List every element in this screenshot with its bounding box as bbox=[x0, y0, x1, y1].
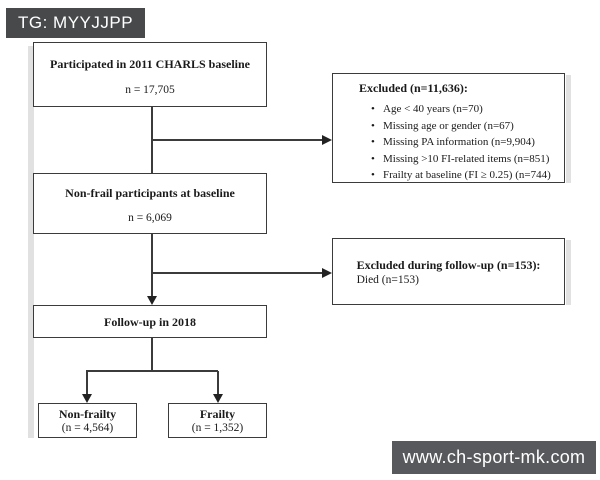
nonfrail-box-n: n = 6,069 bbox=[128, 212, 172, 224]
baseline-box-n: n = 17,705 bbox=[125, 84, 175, 96]
connector-baseline-to-nonfrail bbox=[151, 107, 153, 173]
excluded-box-title: Excluded (n=11,636): bbox=[359, 81, 468, 95]
excluded-reason-item: Age < 40 years (n=70) bbox=[371, 101, 560, 118]
frailty-box-title: Frailty bbox=[199, 407, 236, 421]
nonfrailty-box-n: (n = 4,564) bbox=[61, 422, 114, 434]
nonfrail-box: Non-frail participants at baseline n = 6… bbox=[33, 173, 267, 234]
connector-branch-to-nonfrailty bbox=[86, 371, 88, 395]
followup-excluded-title: Excluded during follow-up (n=153): bbox=[356, 258, 541, 272]
branch-line bbox=[86, 370, 218, 372]
excluded-reason-item: Missing >10 FI-related items (n=851) bbox=[371, 151, 560, 168]
connector-to-followup-excluded bbox=[152, 272, 323, 274]
excluded-reason-item: Missing PA information (n=9,904) bbox=[371, 134, 560, 151]
frailty-box: Frailty (n = 1,352) bbox=[168, 403, 267, 438]
excluded-reasons-list: Age < 40 years (n=70) Missing age or gen… bbox=[333, 101, 560, 184]
followup-excluded-line: Died (n=153) bbox=[356, 274, 419, 286]
baseline-box-title: Participated in 2011 CHARLS baseline bbox=[49, 57, 250, 71]
scan-shadow-left bbox=[28, 46, 34, 438]
nonfrail-box-title: Non-frail participants at baseline bbox=[65, 186, 235, 200]
arrowhead-down-icon bbox=[147, 296, 157, 305]
followup-excluded-text: Excluded during follow-up (n=153): Died … bbox=[357, 258, 541, 288]
nonfrailty-box: Non-frailty (n = 4,564) bbox=[38, 403, 137, 438]
followup-box-title: Follow-up in 2018 bbox=[103, 314, 196, 329]
arrowhead-down-icon bbox=[82, 394, 92, 403]
baseline-box: Participated in 2011 CHARLS baseline n =… bbox=[33, 42, 267, 107]
followup-excluded-box: Excluded during follow-up (n=153): Died … bbox=[332, 238, 565, 305]
excluded-reason-item: Frailty at baseline (FI ≥ 0.25) (n=744) bbox=[371, 167, 560, 184]
connector-to-excluded bbox=[152, 139, 323, 141]
scan-shadow-right-bottom bbox=[566, 240, 571, 305]
watermark: www.ch-sport-mk.com bbox=[392, 441, 596, 474]
scan-shadow-right-top bbox=[566, 75, 571, 183]
excluded-reason-item: Missing age or gender (n=67) bbox=[371, 118, 560, 135]
arrowhead-right-icon bbox=[322, 135, 332, 145]
connector-branch-to-frailty bbox=[217, 371, 219, 395]
followup-box: Follow-up in 2018 bbox=[33, 305, 267, 338]
arrowhead-down-icon bbox=[213, 394, 223, 403]
source-tag: TG: MYYJJPP bbox=[6, 8, 146, 38]
nonfrailty-box-title: Non-frailty bbox=[58, 407, 117, 421]
connector-followup-to-branch bbox=[151, 338, 153, 371]
frailty-box-n: (n = 1,352) bbox=[191, 422, 244, 434]
arrowhead-right-icon bbox=[322, 268, 332, 278]
connector-nonfrail-to-followup bbox=[151, 234, 153, 297]
excluded-box: Excluded (n=11,636): Age < 40 years (n=7… bbox=[332, 73, 565, 183]
